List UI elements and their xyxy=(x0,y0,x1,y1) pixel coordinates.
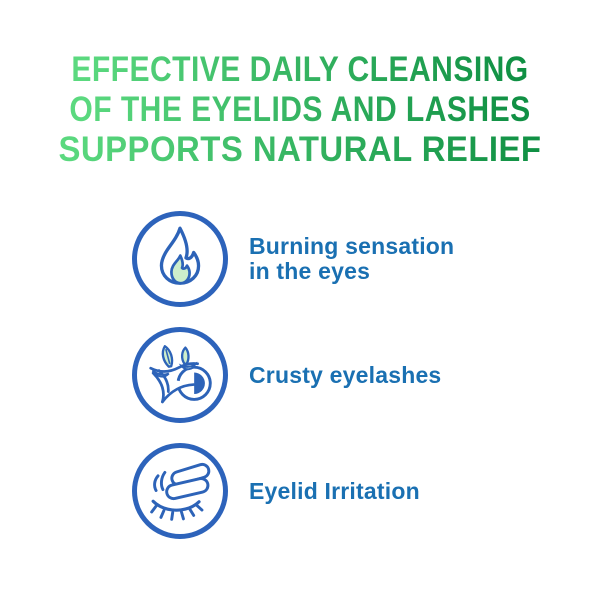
symptom-label-irritation: Eyelid Irritation xyxy=(249,477,420,504)
symptom-label-crusty: Crusty eyelashes xyxy=(249,361,442,388)
page-title: EFFECTIVE DAILY CLEANSING OF THE EYELIDS… xyxy=(0,50,600,170)
symptom-icon-badge xyxy=(132,211,228,307)
symptom-list: Burning sensation in the eyes xyxy=(132,211,454,559)
page-title-line-1: EFFECTIVE DAILY CLEANSING xyxy=(42,50,558,90)
symptom-item-irritation: Eyelid Irritation xyxy=(132,443,454,539)
symptom-label-burning: Burning sensation in the eyes xyxy=(249,233,455,284)
flame-icon xyxy=(159,226,201,285)
symptom-icon-badge xyxy=(132,443,228,539)
page-title-line-3: SUPPORTS NATURAL RELIEF xyxy=(18,130,582,170)
symptom-icon-badge xyxy=(132,327,228,423)
symptom-item-crusty: Crusty eyelashes xyxy=(132,327,454,423)
crusty-eyelashes-icon xyxy=(149,345,212,404)
eye-rubbing-icon xyxy=(150,462,211,521)
page-title-line-2: OF THE EYELIDS AND LASHES xyxy=(42,90,558,130)
symptom-item-burning: Burning sensation in the eyes xyxy=(132,211,454,307)
